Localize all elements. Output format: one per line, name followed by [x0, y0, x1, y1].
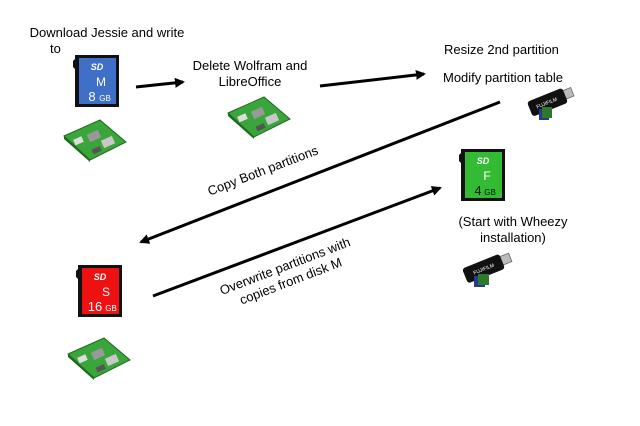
resize-label: Resize 2nd partition — [444, 42, 559, 57]
download-label-line1: Download Jessie and write — [29, 25, 185, 40]
raspberry-pi-board-icon — [67, 337, 131, 380]
arrow-copy-to-s — [139, 100, 501, 244]
sd-card-s-face — [82, 268, 119, 314]
arrow-delete-to-resize — [319, 69, 426, 88]
delete-label-line1: Delete Wolfram and — [192, 58, 308, 73]
raspberry-pi-board-icon — [63, 119, 127, 162]
sd-card-f-size: 4 — [474, 183, 481, 198]
sd-card-s-letter: S — [102, 285, 110, 299]
usb-card-reader-icon: FUJIFILM — [462, 252, 513, 287]
sd-card-m-size: 8 — [88, 89, 95, 104]
sd-card-s-icon: SD S 16 GB — [76, 265, 122, 317]
sd-card-m-letter: M — [96, 75, 106, 89]
wheezy-label: (Start with Wheezy installation) — [448, 214, 578, 246]
wheezy-label-line2: installation) — [480, 230, 546, 245]
sd-card-f-letter: F — [483, 169, 490, 183]
sd-card-f-unit: GB — [484, 188, 496, 197]
sd-card-m-icon: SD M 8 GB — [73, 55, 119, 107]
modify-label: Modify partition table — [443, 70, 563, 85]
usb-card-reader-icon: FUJIFILM — [527, 86, 575, 120]
download-label: Download Jessie and write to — [22, 25, 192, 57]
sd-card-m-logo: SD — [91, 62, 104, 72]
raspberry-pi-board-icon — [227, 96, 291, 139]
sd-card-s-logo: SD — [94, 272, 107, 282]
sd-card-m-unit: GB — [99, 94, 111, 103]
delete-label-line2: LibreOffice — [218, 74, 282, 89]
sd-card-f-face — [465, 152, 502, 198]
arrow-m-to-delete — [135, 77, 185, 89]
arrow-s-to-f — [152, 186, 442, 298]
sd-card-f-logo: SD — [477, 156, 490, 166]
sd-card-s-unit: GB — [105, 304, 117, 313]
sd-card-f-icon: SD F 4 GB — [459, 149, 505, 201]
wheezy-label-line1: (Start with Wheezy — [458, 214, 568, 229]
delete-label: Delete Wolfram and LibreOffice — [180, 58, 320, 90]
sd-card-s-size: 16 — [88, 299, 102, 314]
sd-card-m-face — [79, 58, 116, 104]
download-label-line2: to — [50, 41, 61, 56]
